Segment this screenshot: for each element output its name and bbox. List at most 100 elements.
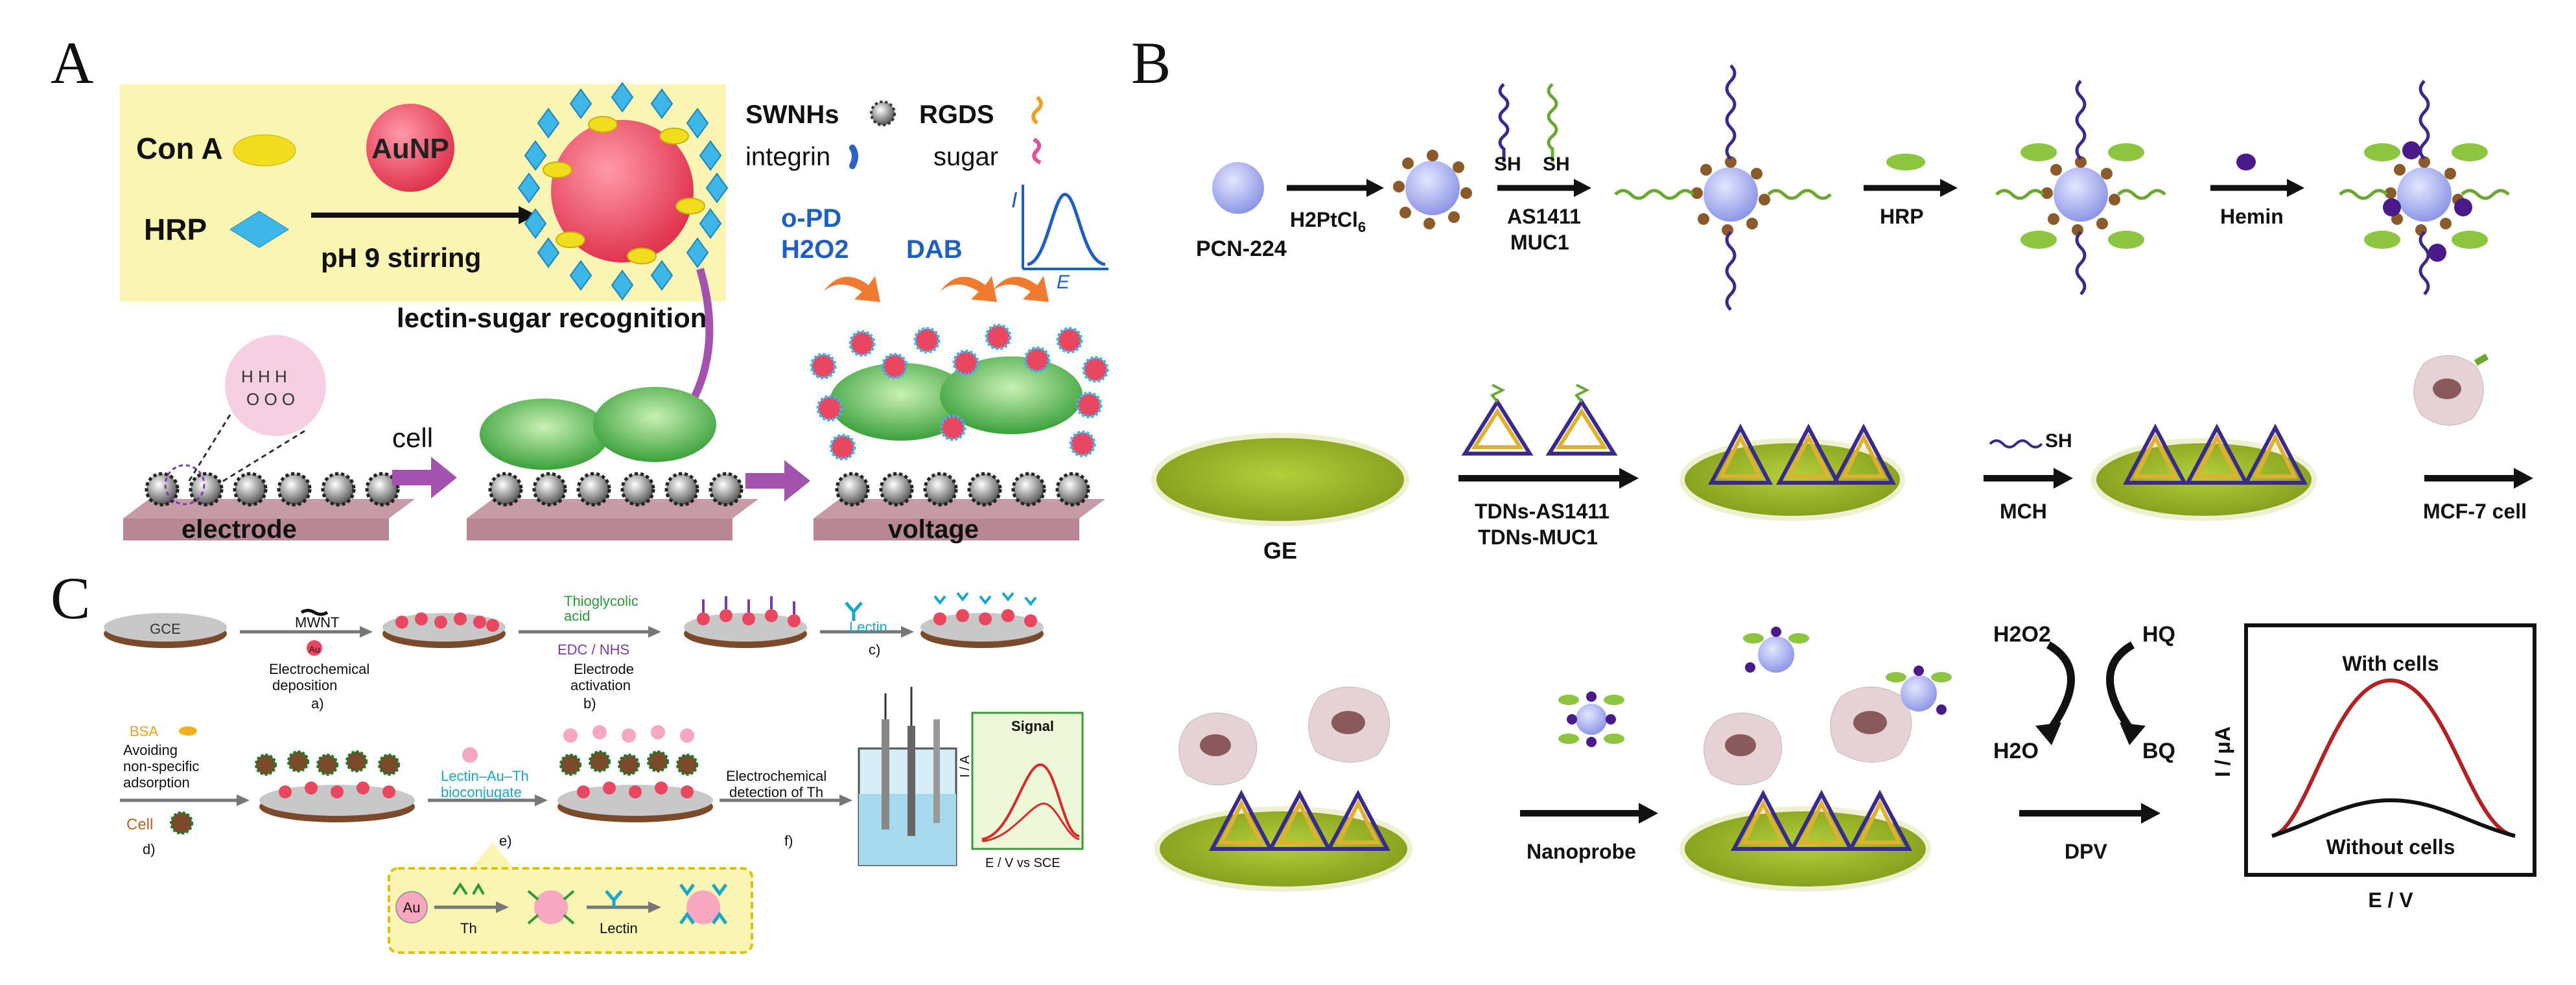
panel-a-letter: A: [51, 30, 94, 96]
inset-th-label: Th: [460, 920, 477, 936]
ph-stirring-label: pH 9 stirring: [321, 242, 481, 273]
recognition-arrow: [686, 268, 714, 407]
nanoprobe-label: Nanoprobe: [1527, 840, 1636, 863]
cell-arrow: [392, 457, 457, 498]
rgds-icon: [1031, 95, 1043, 125]
bsa-icon: [179, 726, 197, 736]
signal-plot-c: Signal I / A E / V vs SCE: [958, 712, 1084, 870]
sh2-label: SH: [1543, 154, 1570, 175]
step-b-label: b): [583, 695, 596, 712]
pcn224-label: PCN-224: [1196, 237, 1287, 261]
electrode-1: H H H O O O: [123, 335, 415, 540]
electrode-2: [467, 387, 758, 540]
dpv-label: DPV: [2065, 840, 2107, 863]
opd-label: o-PD: [781, 204, 841, 233]
mwnt-electrode: [382, 612, 506, 648]
panel-b-letter: B: [1131, 30, 1171, 96]
sugar-icon: [1032, 137, 1042, 165]
swnhs-label: SWNHs: [745, 100, 839, 129]
svg-text:H H H: H H H: [241, 367, 287, 386]
electrochem-det-label: Electrochemical: [726, 768, 826, 784]
hemin-icon: [2236, 154, 2256, 170]
gce-label: GCE: [150, 621, 181, 637]
panel-c-letter: C: [51, 565, 91, 631]
electrode-act-label: Electrode: [574, 661, 634, 677]
swnhs-icon: [870, 100, 896, 126]
edc-nhs-label: EDC / NHS: [557, 642, 629, 658]
without-cells-curve: [2271, 798, 2516, 838]
hrp-label-b: HRP: [1880, 205, 1924, 228]
cell-icon-c: [170, 811, 193, 835]
ia-label: I / A: [958, 755, 972, 778]
bioconjugate-inset: Au Th Lectin: [388, 842, 753, 954]
reaction-arrows: [823, 276, 1049, 302]
hq-label: HQ: [2142, 622, 2175, 647]
muc1-strand: [1547, 83, 1558, 162]
bioconj-icon: [462, 747, 478, 763]
pt-decorated-mof: [1393, 150, 1472, 229]
bq-label: BQ: [2142, 739, 2175, 763]
signal-plot-a: I E: [1011, 185, 1108, 293]
avoiding3-label: adsorption: [123, 774, 190, 791]
gce-electrode: GCE: [104, 613, 227, 648]
without-cells-label: Without cells: [2326, 835, 2455, 859]
mcf7-cell-icon: [2413, 353, 2489, 426]
nanoprobe-small-icon: [1558, 691, 1624, 747]
activated-electrode: [684, 596, 807, 648]
voltage-label: voltage: [888, 515, 979, 544]
aunp-label: AuNP: [371, 133, 449, 165]
avoiding2-label: non-specific: [123, 758, 199, 774]
dpv-plot: With cells Without cells I / μA E / V: [2211, 623, 2536, 912]
thioglycolic-label: Thioglycolic: [564, 593, 638, 609]
mwnt-icon: [300, 608, 329, 616]
detection-th-label: detection of Th: [729, 784, 823, 800]
step-d-label: d): [143, 841, 156, 857]
signal-label: Signal: [1011, 718, 1054, 734]
panel-c: GCE MWNT Au Electrochemical deposition a…: [104, 592, 1084, 954]
hrp-label: HRP: [144, 213, 207, 246]
sugar-label: sugar: [933, 143, 998, 171]
labeled-electrode: [1680, 627, 1952, 892]
cell-bound-electrode: [1154, 686, 1412, 892]
hrp-icon-b: [1886, 154, 1925, 170]
con-a-icon: [233, 134, 296, 167]
dpv-ylabel: I / μA: [2211, 726, 2234, 777]
step-c-label: c): [869, 642, 880, 658]
with-cells-curve: [2271, 678, 2516, 838]
cell-label: cell: [392, 423, 433, 453]
hemin-label: Hemin: [2220, 205, 2284, 228]
lectin-icon: [845, 601, 863, 621]
with-cells-label: With cells: [2342, 652, 2439, 675]
pcn224-icon: [1212, 162, 1264, 214]
evsce-label: E / V vs SCE: [985, 856, 1060, 870]
sh1-label: SH: [1494, 154, 1521, 175]
tdns-electrode: [1680, 423, 1905, 521]
tdns-icons: [1461, 384, 1618, 456]
mch-icon: [1989, 439, 2043, 448]
bsa-label: BSA: [130, 723, 158, 739]
avoiding1-label: Avoiding: [123, 742, 178, 758]
panel-b: PCN-224 H2PtCl6 SH SH AS1411 MUC1: [1151, 64, 2536, 912]
as1411-strand: [1498, 83, 1510, 162]
dab-label: DAB: [906, 235, 963, 264]
bioconj-electrode: [557, 725, 713, 822]
electrochemical-cell: [858, 687, 957, 866]
h2o2-label: H2O2: [781, 235, 849, 264]
au-label-c: Au: [309, 644, 320, 655]
nanoprobe-mof: [2339, 80, 2510, 296]
lectin-label: Lectin: [849, 619, 887, 635]
h2ptcl-label: H2PtCl6: [1290, 208, 1366, 235]
step-f-label: f): [784, 833, 793, 849]
electrode-3: [810, 323, 1109, 540]
aunp-conjugate: [517, 82, 729, 301]
plot-y-label: I: [1011, 188, 1018, 213]
acid-label: acid: [564, 608, 590, 624]
assay-arrow: [745, 460, 810, 502]
mch-electrode: [2091, 423, 2317, 521]
ge-electrode: [1151, 433, 1409, 526]
step-a-label: a): [311, 695, 324, 712]
integrin-icon: [849, 145, 858, 169]
lectin-sugar-label: lectin-sugar recognition: [397, 303, 707, 333]
step-e-label: e): [499, 833, 512, 849]
